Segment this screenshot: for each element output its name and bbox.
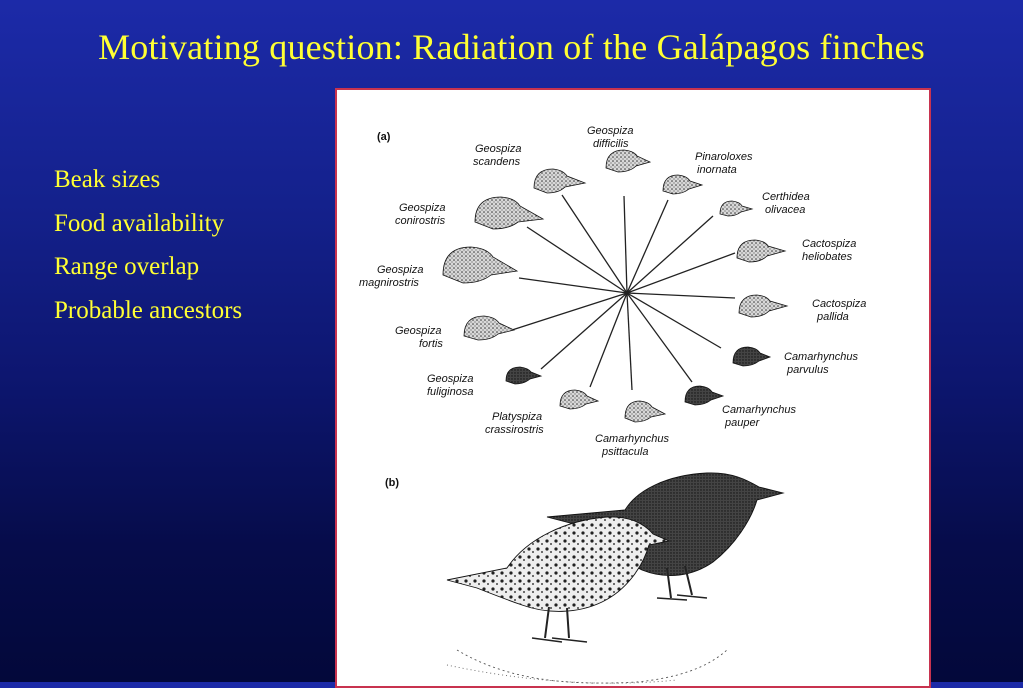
- bullet-item: Range overlap: [54, 253, 200, 280]
- finch-heads: [442, 149, 789, 423]
- finch-head: [474, 196, 545, 230]
- finch-figure: (a) (b): [335, 88, 931, 688]
- finch-head: [662, 174, 704, 195]
- finch-head: [559, 389, 600, 410]
- finch-illustration: (a) (b): [359, 125, 866, 684]
- finch-head: [736, 239, 787, 263]
- panel-b-label: (b): [385, 477, 399, 489]
- finch-head: [624, 400, 667, 423]
- slide-title: Motivating question: Radiation of the Ga…: [98, 27, 925, 67]
- bullet-list: Beak sizes Food availability Range overl…: [54, 162, 242, 336]
- finch-head: [505, 366, 543, 385]
- finch-pair-illustration: [446, 472, 785, 684]
- finch-head: [605, 149, 652, 173]
- panel-a-label: (a): [377, 131, 391, 143]
- finch-head: [463, 315, 516, 341]
- bullet-item: Food availability: [54, 209, 225, 237]
- finch-head: [719, 200, 754, 217]
- finch-head: [684, 385, 725, 406]
- radiation-lines: [511, 194, 736, 391]
- finch-head: [533, 168, 587, 194]
- bullet-item: Beak sizes: [54, 166, 161, 193]
- bullet-item: Probable ancestors: [54, 296, 243, 324]
- finch-head: [738, 294, 789, 318]
- finch-head: [732, 346, 772, 367]
- finch-head: [442, 246, 519, 284]
